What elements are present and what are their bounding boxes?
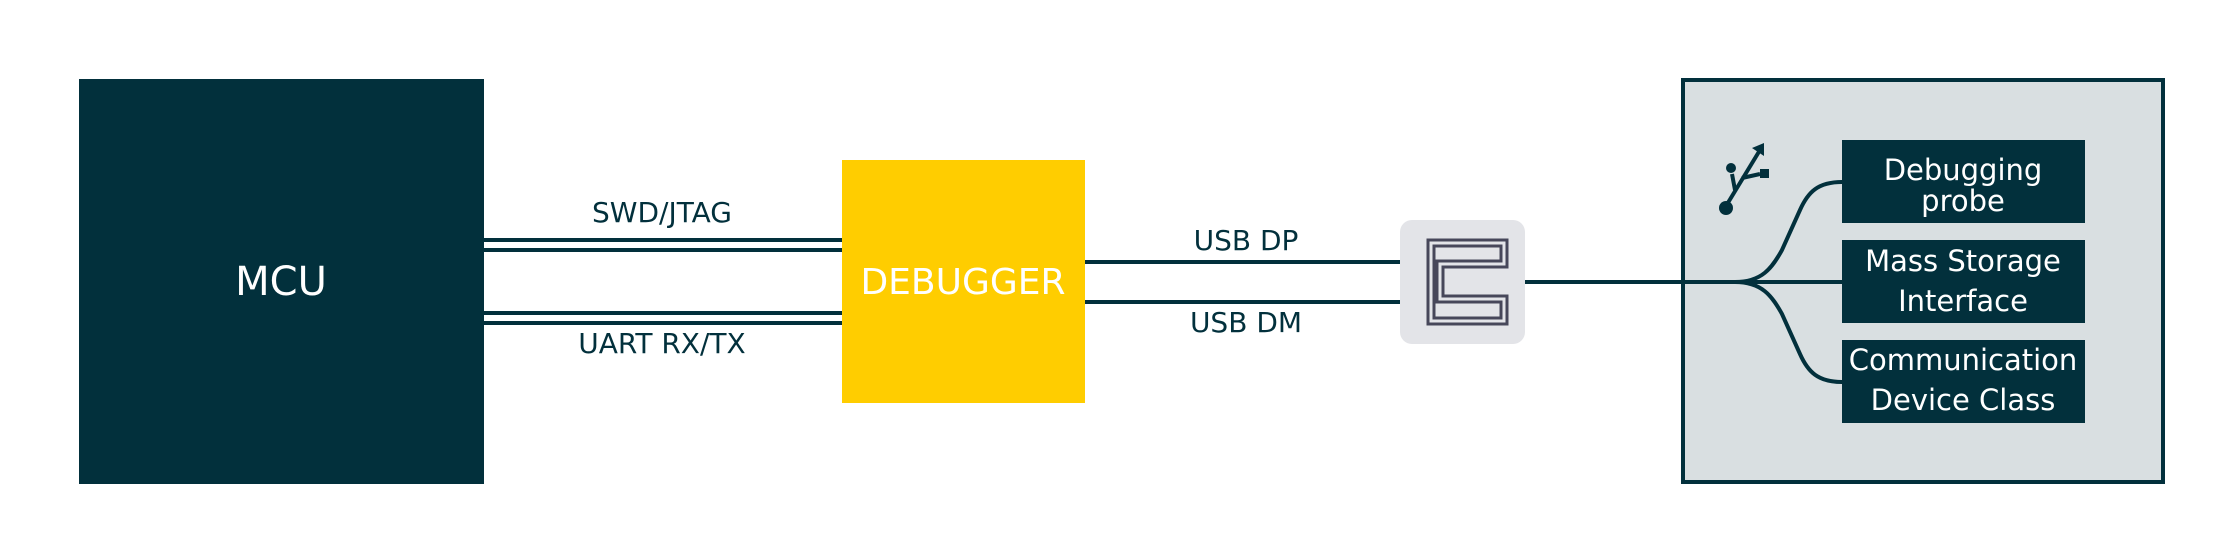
usb-lines	[1085, 260, 1405, 304]
usb-dp-label: USB DP	[1194, 224, 1299, 257]
usb-branches	[1683, 180, 1843, 384]
debugger-block: DEBUGGER	[842, 160, 1085, 403]
debugger-label: DEBUGGER	[860, 262, 1065, 303]
function-label-line1: Debugging	[1884, 153, 2043, 187]
uart-label: UART RX/TX	[578, 327, 745, 360]
usb-dm-label: USB DM	[1190, 306, 1302, 339]
function-label-line1: Mass Storage	[1865, 244, 2061, 278]
swd-label: SWD/JTAG	[592, 196, 732, 229]
swd-bus	[484, 238, 842, 252]
function-box-debugging-probe: Debugging probe	[1842, 140, 2085, 223]
function-box-communication-device-class: Communication Device Class	[1842, 340, 2085, 423]
mcu-label: MCU	[235, 259, 327, 305]
function-box-mass-storage: Mass Storage Interface	[1842, 240, 2085, 323]
function-label-line2: Device Class	[1871, 383, 2056, 417]
function-label-line2: probe	[1921, 184, 2005, 218]
mcu-block: MCU	[79, 79, 484, 484]
usb-connector-icon	[1400, 220, 1525, 344]
function-label-line2: Interface	[1898, 284, 2028, 318]
usb-icon	[1719, 143, 1769, 215]
function-label-line1: Communication	[1849, 343, 2078, 377]
uart-bus	[484, 311, 842, 325]
